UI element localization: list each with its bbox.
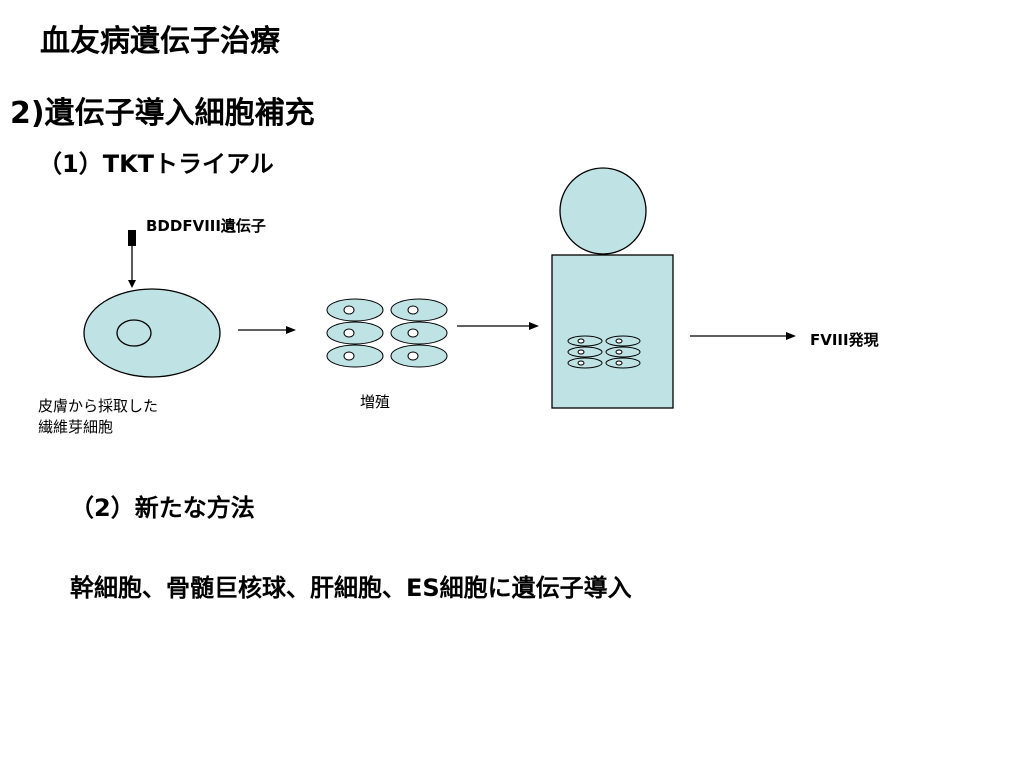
section-heading: 2)遺伝子導入細胞補充 [10,96,315,131]
gene-label: BDDFVIII遺伝子 [146,217,266,235]
implanted-cells [567,335,641,369]
slide-title: 血友病遺伝子治療 [40,24,280,59]
gene-marker [128,230,136,246]
proliferated-cells [326,298,448,368]
patient-body [551,254,674,409]
fibroblast-label-line1: 皮膚から採取した [38,397,159,415]
fibroblast-label: 皮膚から採取した 繊維芽細胞 [38,396,158,438]
fibroblast-label-line2: 繊維芽細胞 [38,418,114,436]
subsection-tkt-trial: （1）TKTトライアル [38,150,274,178]
methods-text: 幹細胞、骨髄巨核球、肝細胞、ES細胞に遺伝子導入 [70,574,632,602]
patient-head [559,167,647,255]
subsection-new-methods: （2）新たな方法 [70,494,255,522]
cell-nucleus [116,319,152,347]
proliferation-label: 増殖 [360,393,391,411]
fibroblast-cell [83,288,221,378]
expression-label: FVIII発現 [810,331,879,349]
